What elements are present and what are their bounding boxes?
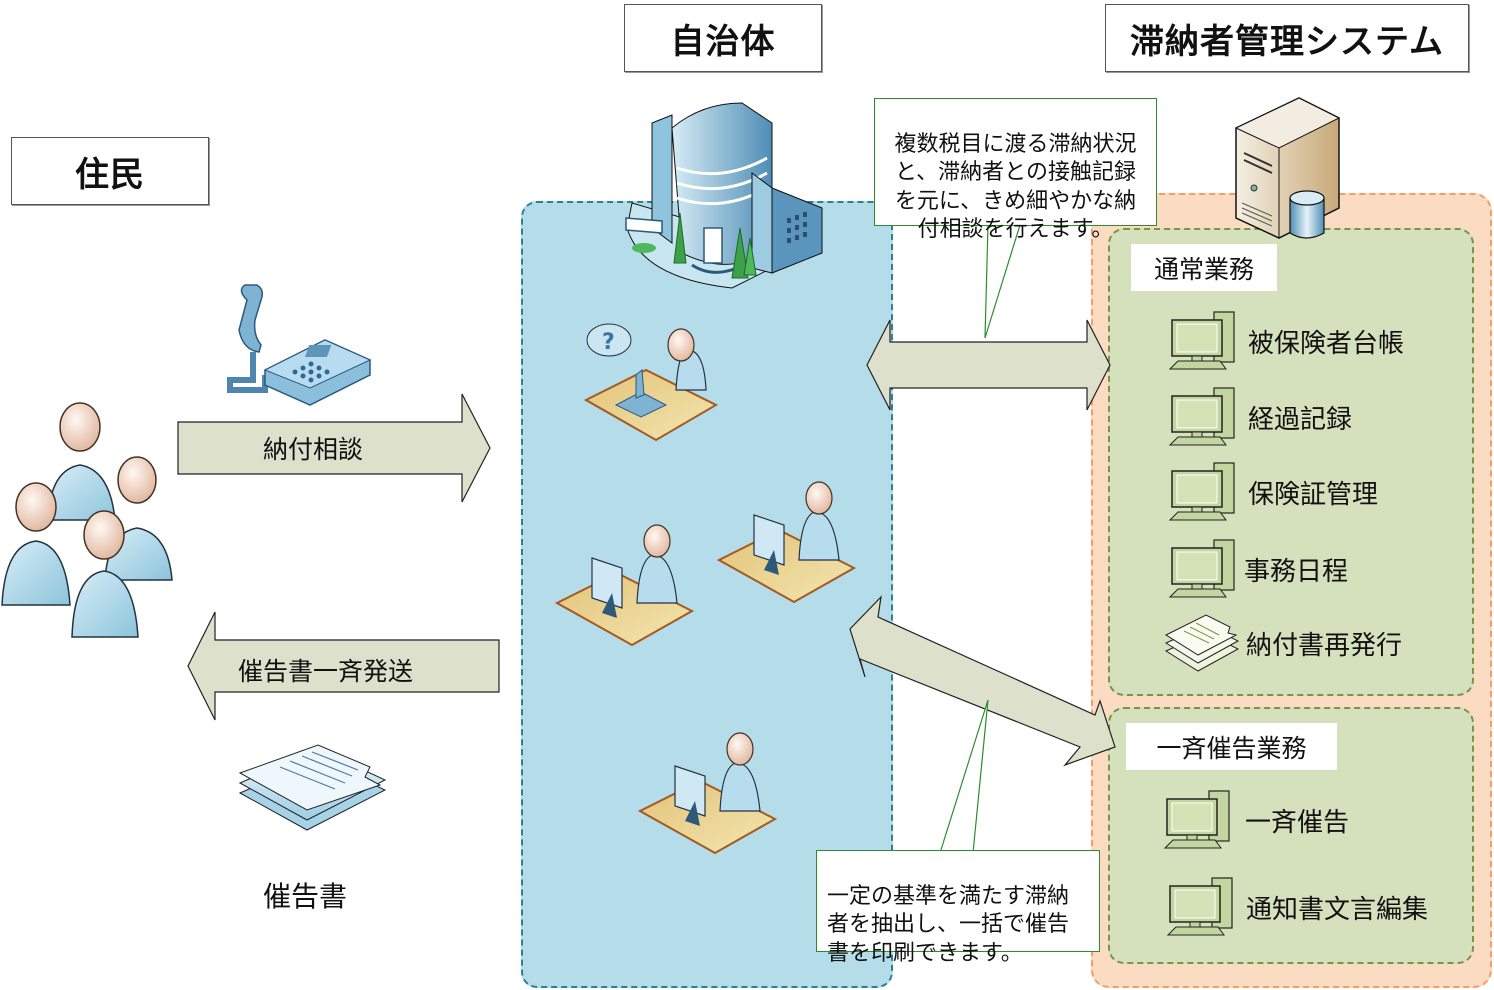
staff-computer-icon	[554, 524, 695, 647]
menu-item-bulk-reminder[interactable]: 一斉催告	[1163, 790, 1350, 849]
reminder-letter-icon	[238, 744, 387, 831]
staff-phone-consultation-icon: ?	[583, 323, 719, 442]
callout-bottom-text: 一定の基準を満たす滞納 者を抽出し、一括で催告 書を印刷できます。	[827, 883, 1070, 966]
system-title-text: 滞納者管理システム	[1130, 21, 1444, 62]
normal-ops-label: 通常業務	[1131, 244, 1277, 291]
normal-ops-label-text: 通常業務	[1153, 254, 1254, 284]
menu-item-label: 納付書再発行	[1246, 630, 1403, 661]
computer-icon	[1163, 790, 1230, 849]
computer-icon	[1168, 387, 1235, 446]
person-icon	[71, 510, 139, 638]
city-hall-building-icon	[625, 102, 823, 289]
computer-icon	[1168, 311, 1235, 370]
menu-item-office-schedule[interactable]: 事務日程	[1168, 539, 1349, 598]
bulk-ops-label: 一斉催告業務	[1126, 723, 1337, 770]
callout-bottom: 一定の基準を満たす滞納 者を抽出し、一括で催告 書を印刷できます。	[816, 850, 1100, 966]
bulk-send-label: 催告書一斉発送	[238, 657, 414, 686]
document-stack-icon	[1164, 614, 1240, 672]
municipality-title: 自治体	[624, 4, 822, 72]
staff-computer-icon	[637, 732, 778, 855]
reminder-letter-label: 催告書	[263, 880, 348, 913]
callout-bottom-pointer	[939, 699, 989, 854]
normal-ops-zone	[1108, 228, 1474, 696]
sync-arrow-bulk	[849, 595, 1116, 767]
server-database-icon	[1234, 97, 1341, 239]
callout-top-pointer	[984, 224, 1021, 339]
computer-icon	[1168, 539, 1235, 598]
municipality-title-text: 自治体	[670, 21, 776, 62]
sync-arrow-normal	[866, 319, 1111, 411]
menu-item-insurance-card-mgmt[interactable]: 保険証管理	[1168, 462, 1379, 521]
person-icon	[47, 402, 116, 521]
menu-item-label: 保険証管理	[1248, 479, 1379, 510]
bulk-send-arrow	[187, 611, 500, 721]
system-title: 滞納者管理システム	[1105, 4, 1469, 72]
person-icon	[1, 482, 71, 606]
menu-item-insured-ledger[interactable]: 被保険者台帳	[1168, 311, 1405, 370]
menu-item-progress-records[interactable]: 経過記録	[1168, 387, 1353, 446]
menu-item-label: 一斉催告	[1245, 807, 1350, 838]
residents-title-text: 住民	[75, 154, 145, 195]
staff-computer-icon	[716, 481, 857, 604]
consultation-label: 納付相談	[263, 435, 364, 464]
svg-text:?: ?	[602, 330, 615, 355]
menu-item-label: 経過記録	[1248, 404, 1353, 435]
residents-group-icon	[1, 402, 173, 638]
callout-top: 複数税目に渡る滞納状況 と、滞納者との接触記録 を元に、きめ細やかな納 付相談を…	[874, 98, 1157, 242]
consultation-arrow	[177, 393, 491, 503]
menu-item-label: 通知書文言編集	[1246, 894, 1429, 925]
telephone-icon	[227, 284, 372, 406]
menu-item-notice-text-edit[interactable]: 通知書文言編集	[1166, 877, 1429, 936]
menu-item-label: 被保険者台帳	[1248, 328, 1405, 359]
bulk-ops-label-text: 一斉催告業務	[1156, 733, 1307, 763]
menu-item-payment-slip-reissue[interactable]: 納付書再発行	[1164, 613, 1402, 673]
callout-top-text: 複数税目に渡る滞納状況 と、滞納者との接触記録 を元に、きめ細やかな納 付相談を…	[894, 131, 1137, 243]
computer-icon	[1166, 877, 1233, 936]
computer-icon	[1168, 462, 1235, 521]
residents-title: 住民	[11, 137, 209, 205]
menu-item-label: 事務日程	[1244, 556, 1349, 587]
